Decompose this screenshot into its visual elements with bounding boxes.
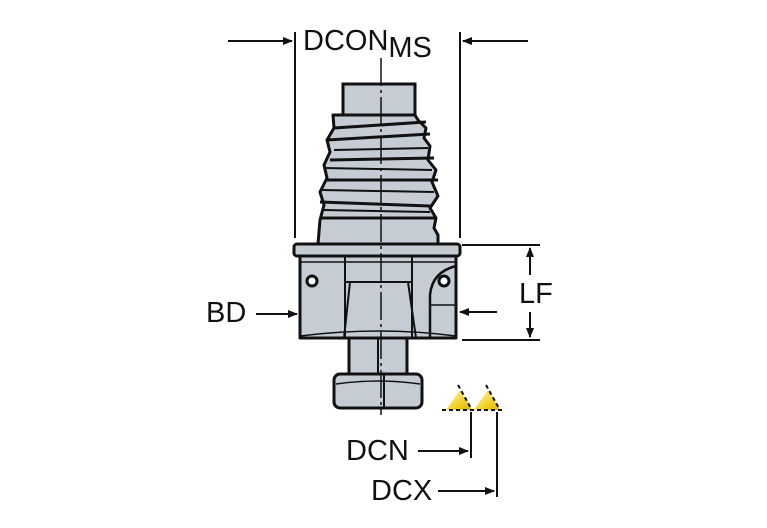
shank <box>341 82 417 118</box>
dcn-dcx-dimension <box>418 412 498 497</box>
dcx-label: DCX <box>371 475 433 507</box>
bd-label: BD <box>206 297 247 329</box>
cutter-body <box>298 254 458 340</box>
flange <box>292 242 462 258</box>
dcon-label: DCONMS <box>303 25 432 63</box>
dcn-label: DCN <box>346 435 409 467</box>
dcon-dimension <box>228 32 528 238</box>
lf-dimension <box>462 244 540 341</box>
lf-label: LF <box>519 278 553 310</box>
dcon-subscript: MS <box>388 32 432 64</box>
thread-section <box>316 113 440 246</box>
dcon-main: DCON <box>303 25 389 57</box>
cutting-head <box>332 336 424 410</box>
insert-profiles <box>442 384 502 411</box>
bd-dimension <box>256 308 497 318</box>
